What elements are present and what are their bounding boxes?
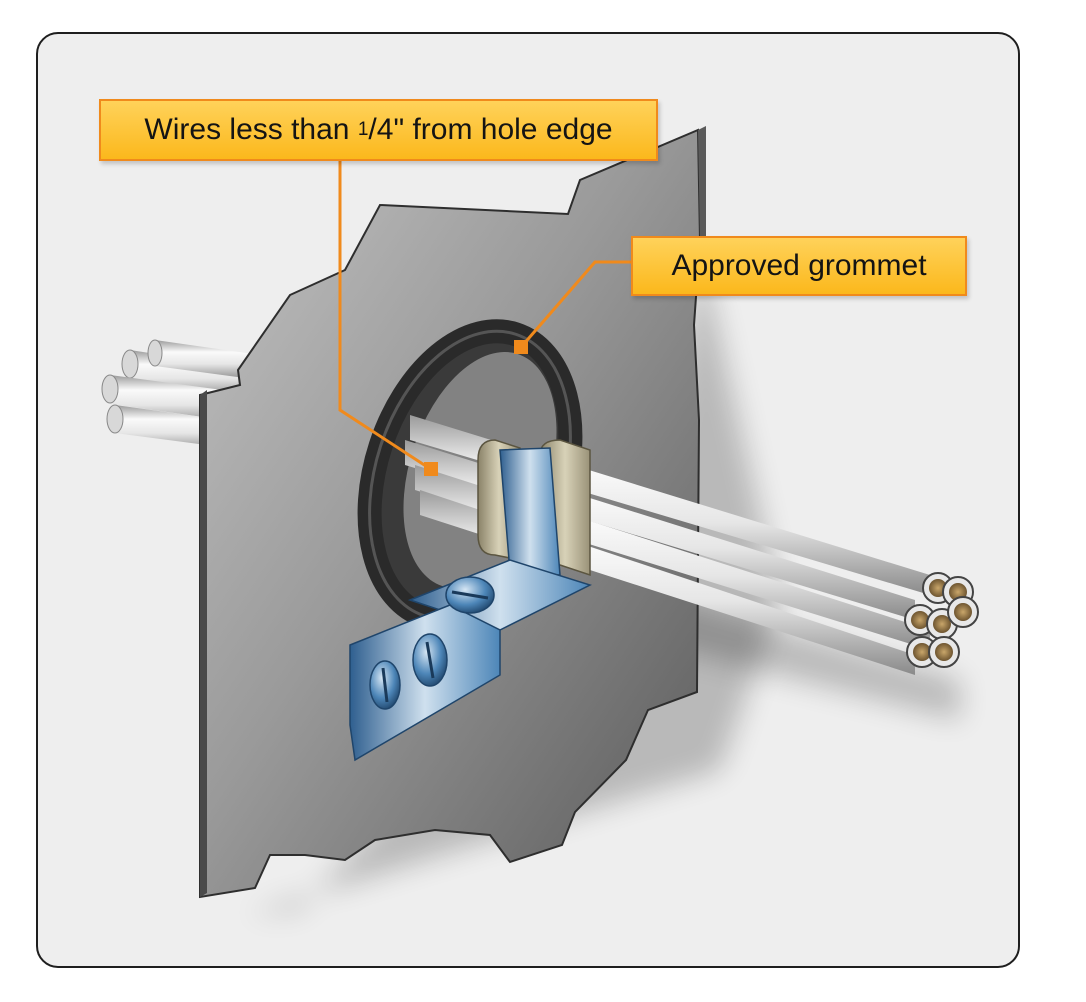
wires-label-prefix: Wires less than [144, 113, 350, 146]
screw-head-icon [369, 576, 495, 710]
grommet-marker [514, 340, 528, 354]
wires-marker [424, 462, 438, 476]
wires-label-suffix: " from hole edge [393, 113, 613, 146]
panel-shadow [245, 250, 780, 915]
wire-ends [904, 572, 979, 668]
approved-grommet-label: Approved grommet [631, 236, 967, 296]
leader-lines [338, 161, 631, 476]
wires-clearance-label: Wires less than 1/4" from hole edge [99, 99, 658, 161]
wires-label-fraction-denominator: /4 [368, 113, 394, 146]
grommet-label-text: Approved grommet [671, 249, 927, 282]
wire-shadow [640, 590, 960, 720]
